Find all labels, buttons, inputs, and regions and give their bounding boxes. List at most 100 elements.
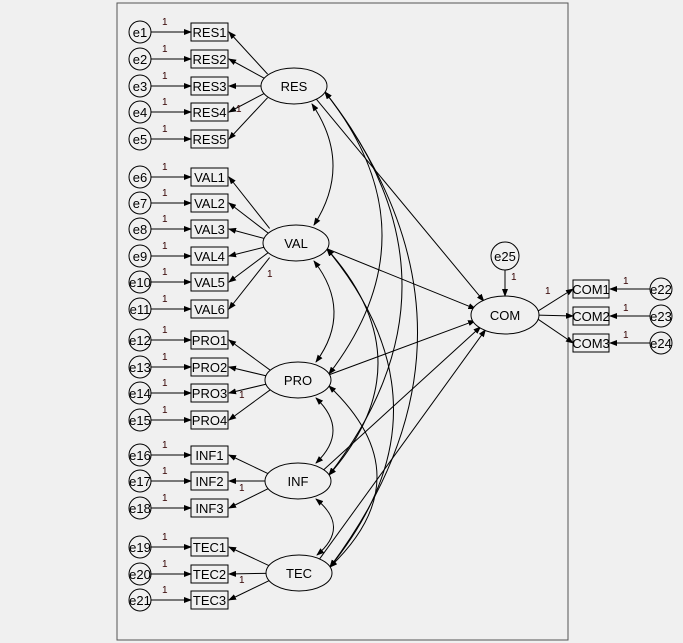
loading-tec1 [228,546,273,568]
error-label: e23 [650,309,672,324]
loading-val6 [228,257,270,310]
indicator-label: VAL5 [194,275,225,290]
latent-val [262,224,330,262]
error-label: e3 [133,79,147,94]
loading-val5 [228,251,270,283]
fixed-weight-label: 1 [162,559,168,570]
fixed-weight-label: 1 [162,493,168,504]
page-boundary [116,2,569,641]
error-label: e1 [133,25,147,40]
covariance-res-tec [324,91,418,568]
latent-label: PRO [284,373,312,388]
fixed-weight-label: 1 [162,214,168,225]
regression-inf-com [323,326,482,471]
fixed-weight-label: 1 [162,325,168,336]
regression-tec-com [319,329,487,560]
indicator-label: PRO1 [192,333,227,348]
latent-inf [264,462,332,500]
disturbance-circle [490,241,520,271]
disturbance-label: e25 [494,249,516,264]
error-label: e10 [129,275,151,290]
fixed-weight-label: 1 [162,532,168,543]
indicator-label: PRO4 [192,413,227,428]
fixed-loading-label: 1 [267,269,273,280]
indicator-label: RES5 [193,132,227,147]
loading-res1 [228,31,268,75]
fixed-weight-label: 1 [162,124,168,135]
error-label: e2 [133,52,147,67]
error-label: e6 [133,170,147,185]
fixed-weight-label: 1 [623,276,629,287]
latent-pro [264,361,332,399]
error-label: e4 [133,105,147,120]
covariance-inf-tec [315,498,334,556]
fixed-weight-label: 1 [162,97,168,108]
covariance-res-val [311,103,334,226]
regression-pro-com [329,320,477,376]
fixed-weight-label: 1 [162,466,168,477]
indicator-label: VAL4 [194,249,225,264]
error-label: e22 [650,282,672,297]
loading-com1 [537,288,574,312]
fixed-weight-label: 1 [162,71,168,82]
indicator-label: RES3 [193,79,227,94]
covariance-pro-tec [328,385,378,568]
loading-pro2 [228,365,272,378]
error-label: e18 [129,501,151,516]
loading-tec3 [228,578,273,601]
regression-val-com [327,248,477,310]
error-label: e24 [650,336,672,351]
fixed-weight-label: 1 [623,303,629,314]
loading-val4 [228,245,270,258]
indicator-label: TEC3 [193,593,226,608]
error-label: e17 [129,474,151,489]
fixed-weight-label: 1 [162,241,168,252]
covariance-val-pro [313,260,335,363]
fixed-weight-label: 1 [162,294,168,305]
fixed-weight-label: 1 [162,352,168,363]
indicator-label: COM1 [572,282,610,297]
indicator-label: COM2 [572,309,610,324]
loading-pro1 [228,339,272,372]
error-label: e20 [129,567,151,582]
loading-val3 [228,227,270,241]
loading-res4 [228,91,268,113]
indicator-label: INF3 [195,501,223,516]
fixed-loading-label: 1 [239,390,245,401]
fixed-weight-label: 1 [162,188,168,199]
indicator-label: VAL2 [194,196,225,211]
covariance-pro-inf [315,397,334,464]
fixed-loading-label: 1 [236,104,242,115]
error-label: e8 [133,222,147,237]
covariance-val-tec [326,248,394,568]
error-label: e16 [129,448,151,463]
indicator-label: VAL1 [194,170,225,185]
loading-pro4 [228,388,272,421]
indicator-label: COM3 [572,336,610,351]
latent-res [260,67,328,105]
fixed-weight-label: 1 [162,267,168,278]
error-label: e5 [133,132,147,147]
loading-res2 [228,58,268,81]
loading-com2 [537,312,574,319]
fixed-loading-label: 1 [239,575,245,586]
error-label: e19 [129,540,151,555]
error-label: e15 [129,413,151,428]
latent-label: VAL [284,236,308,251]
latent-label: TEC [286,566,312,581]
error-label: e9 [133,249,147,264]
indicator-label: INF1 [195,448,223,463]
error-label: e14 [129,386,151,401]
indicator-label: TEC1 [193,540,226,555]
error-label: e21 [129,593,151,608]
error-label: e7 [133,196,147,211]
fixed-weight-label: 1 [162,17,168,28]
covariance-val-inf [326,248,379,476]
indicator-label: VAL3 [194,222,225,237]
error-label: e11 [130,302,151,317]
indicator-label: INF2 [195,474,223,489]
loading-val2 [228,202,270,235]
fixed-weight-label: 1 [162,405,168,416]
loading-pro3 [228,382,272,395]
